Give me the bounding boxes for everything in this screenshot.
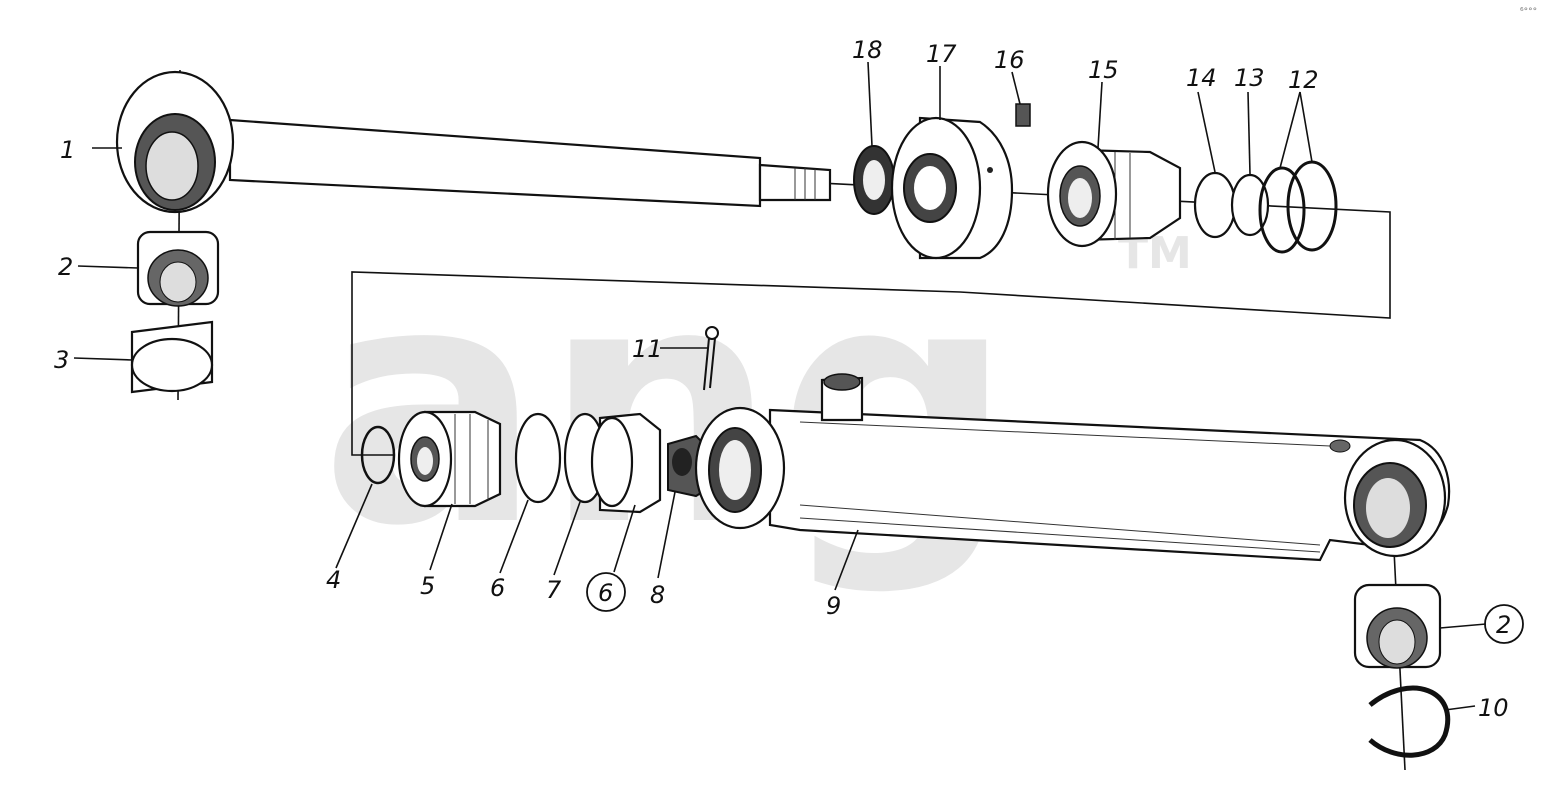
leader-lines bbox=[73, 61, 1487, 711]
grease-fitting bbox=[1015, 103, 1031, 127]
o-ring-4 bbox=[360, 425, 396, 485]
callout-3: 3 bbox=[54, 346, 69, 374]
callout-17: 17 bbox=[926, 40, 957, 68]
callout-6-circled: 6 bbox=[598, 579, 613, 607]
piston-seals bbox=[514, 412, 662, 514]
bushing-top bbox=[136, 230, 220, 307]
ring-3 bbox=[130, 320, 214, 394]
callout-circle-2 bbox=[1484, 604, 1524, 644]
callout-10: 10 bbox=[1478, 694, 1509, 722]
callout-8: 8 bbox=[650, 581, 665, 609]
callout-13: 13 bbox=[1234, 64, 1265, 92]
lock-washer bbox=[853, 145, 895, 215]
callout-18: 18 bbox=[852, 36, 883, 64]
bushing-bottom bbox=[1353, 583, 1442, 669]
callout-14: 14 bbox=[1186, 64, 1217, 92]
watermark-logo: ang bbox=[320, 214, 1014, 598]
cotter-pin bbox=[703, 326, 719, 391]
piston-rod bbox=[115, 70, 832, 214]
callout-1: 1 bbox=[60, 136, 75, 164]
snap-ring bbox=[1368, 685, 1451, 758]
cylinder-barrel bbox=[694, 373, 1451, 562]
cylinder-head bbox=[890, 116, 1014, 260]
callout-2-circled: 2 bbox=[1496, 611, 1511, 639]
corner-mark: ⁶°°° bbox=[1520, 7, 1537, 17]
seal-rings-upper bbox=[1193, 160, 1338, 254]
callout-12: 12 bbox=[1288, 66, 1319, 94]
callout-6: 6 bbox=[490, 574, 505, 602]
callout-16: 16 bbox=[994, 46, 1025, 74]
callout-5: 5 bbox=[420, 572, 435, 600]
callout-circle-6 bbox=[586, 572, 626, 612]
callout-11: 11 bbox=[632, 335, 663, 363]
callout-7: 7 bbox=[546, 576, 562, 604]
callout-2: 2 bbox=[58, 253, 73, 281]
callout-9: 9 bbox=[826, 592, 841, 620]
callout-4: 4 bbox=[326, 566, 341, 594]
piston bbox=[397, 410, 502, 508]
callout-15: 15 bbox=[1088, 56, 1119, 84]
callout-labels: 1 2 3 4 5 6 7 6 8 9 2 10 11 12 13 14 15 … bbox=[54, 36, 1511, 722]
gland bbox=[1046, 140, 1182, 248]
